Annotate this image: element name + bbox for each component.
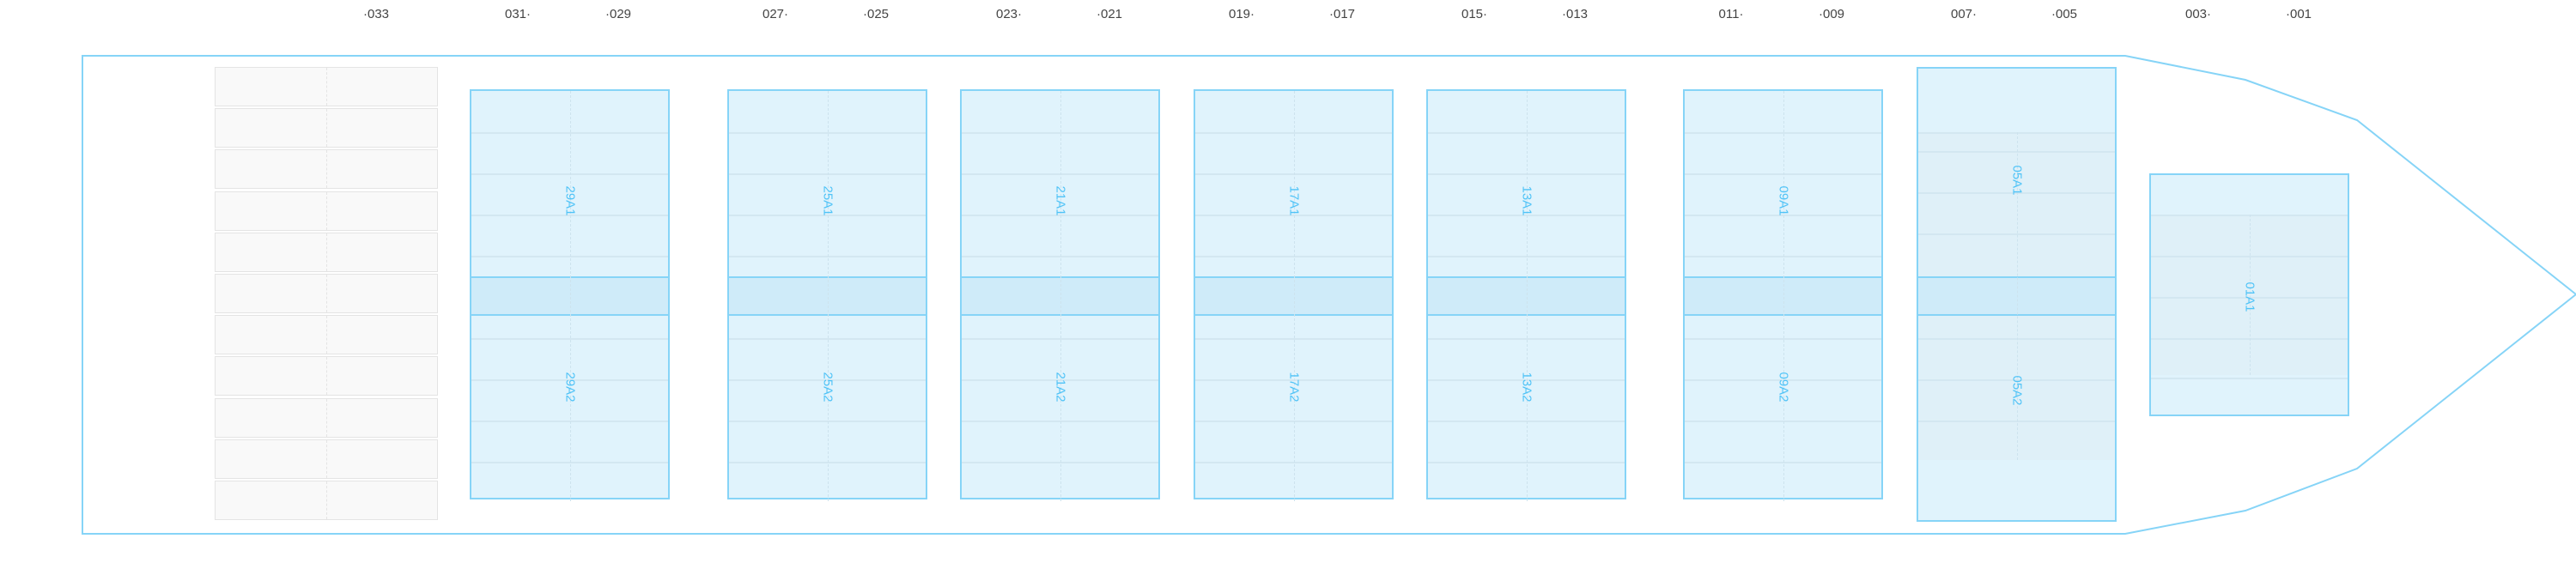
bay-label-09A2: 09A2 [1776, 372, 1790, 402]
bay-label-13A2: 13A2 [1519, 372, 1534, 402]
bay-label-21A2: 21A2 [1053, 372, 1067, 402]
frame-label: 023· [995, 7, 1023, 21]
bay-13[interactable]: 13A1 13A2 [1426, 89, 1626, 501]
centerline [326, 275, 327, 312]
slot-row[interactable] [215, 439, 438, 479]
inactive-bay-33[interactable] [215, 67, 438, 522]
centerline [326, 150, 327, 189]
bay-label-21A1: 21A1 [1053, 185, 1067, 216]
frame-label: ·009 [1818, 7, 1845, 21]
frame-label: ·033 [362, 7, 390, 21]
bay-label-05A2: 05A2 [2009, 375, 2024, 406]
slot-row[interactable] [215, 397, 438, 438]
frame-label: ·017 [1328, 7, 1356, 21]
centerline [2249, 215, 2251, 375]
centerline [326, 439, 327, 478]
slot-row[interactable] [215, 191, 438, 231]
bay-label-25A1: 25A1 [820, 185, 835, 216]
bay-label-25A2: 25A2 [820, 372, 835, 402]
centerline [326, 109, 327, 148]
centerline [2016, 132, 2018, 460]
bay-label-09A1: 09A1 [1776, 185, 1790, 216]
frame-label: ·001 [2285, 7, 2312, 21]
slot-row[interactable] [215, 149, 438, 190]
slot-row[interactable] [215, 232, 438, 272]
centerline [827, 91, 829, 501]
bay-label-17A2: 17A2 [1286, 372, 1301, 402]
slot-row[interactable] [215, 356, 438, 396]
frame-label: 007· [1950, 7, 1978, 21]
frame-label: ·013 [1561, 7, 1589, 21]
frame-label: ·021 [1096, 7, 1123, 21]
slot-row[interactable] [215, 315, 438, 355]
bay-label-13A1: 13A1 [1519, 185, 1534, 216]
centerline [1783, 91, 1784, 501]
frame-label: 027· [762, 7, 789, 21]
centerline [326, 481, 327, 519]
slot-row[interactable] [215, 274, 438, 313]
frame-label: ·005 [2050, 7, 2078, 21]
frame-label: ·029 [605, 7, 632, 21]
centerline [326, 357, 327, 396]
centerline [1293, 91, 1295, 501]
centerline [326, 191, 327, 230]
bay-21[interactable]: 21A1 21A2 [960, 89, 1160, 501]
centerline [1060, 91, 1061, 501]
bay-label-17A1: 17A1 [1286, 185, 1301, 216]
bay-17[interactable]: 17A1 17A2 [1194, 89, 1394, 501]
bay-label-01A1: 01A1 [2242, 281, 2257, 312]
frame-label: 015· [1461, 7, 1488, 21]
bay-label-29A2: 29A2 [562, 372, 577, 402]
frame-label: ·025 [862, 7, 890, 21]
slot-row[interactable] [215, 108, 438, 148]
centerline [326, 68, 327, 106]
frame-label: 019· [1228, 7, 1255, 21]
centerline [1526, 91, 1528, 501]
bay-25[interactable]: 25A1 25A2 [727, 89, 927, 501]
bay-label-29A1: 29A1 [562, 185, 577, 216]
bay-29[interactable]: 29A1 29A2 [470, 89, 670, 501]
centerline [326, 233, 327, 271]
centerline [569, 91, 571, 501]
centerline [326, 316, 327, 354]
bay-09[interactable]: 09A1 09A2 [1683, 89, 1883, 501]
centerline [326, 398, 327, 437]
frame-label: 003· [2184, 7, 2212, 21]
row-line [2151, 378, 2348, 379]
frame-label: 011· [1718, 7, 1744, 21]
bay-05[interactable]: 05A1 05A2 [1917, 67, 2117, 522]
frame-label: 031· [504, 7, 532, 21]
slot-row[interactable] [215, 67, 438, 106]
bay-label-05A1: 05A1 [2009, 165, 2024, 196]
bay-01[interactable]: 01A1 [2149, 173, 2349, 416]
slot-row[interactable] [215, 481, 438, 520]
